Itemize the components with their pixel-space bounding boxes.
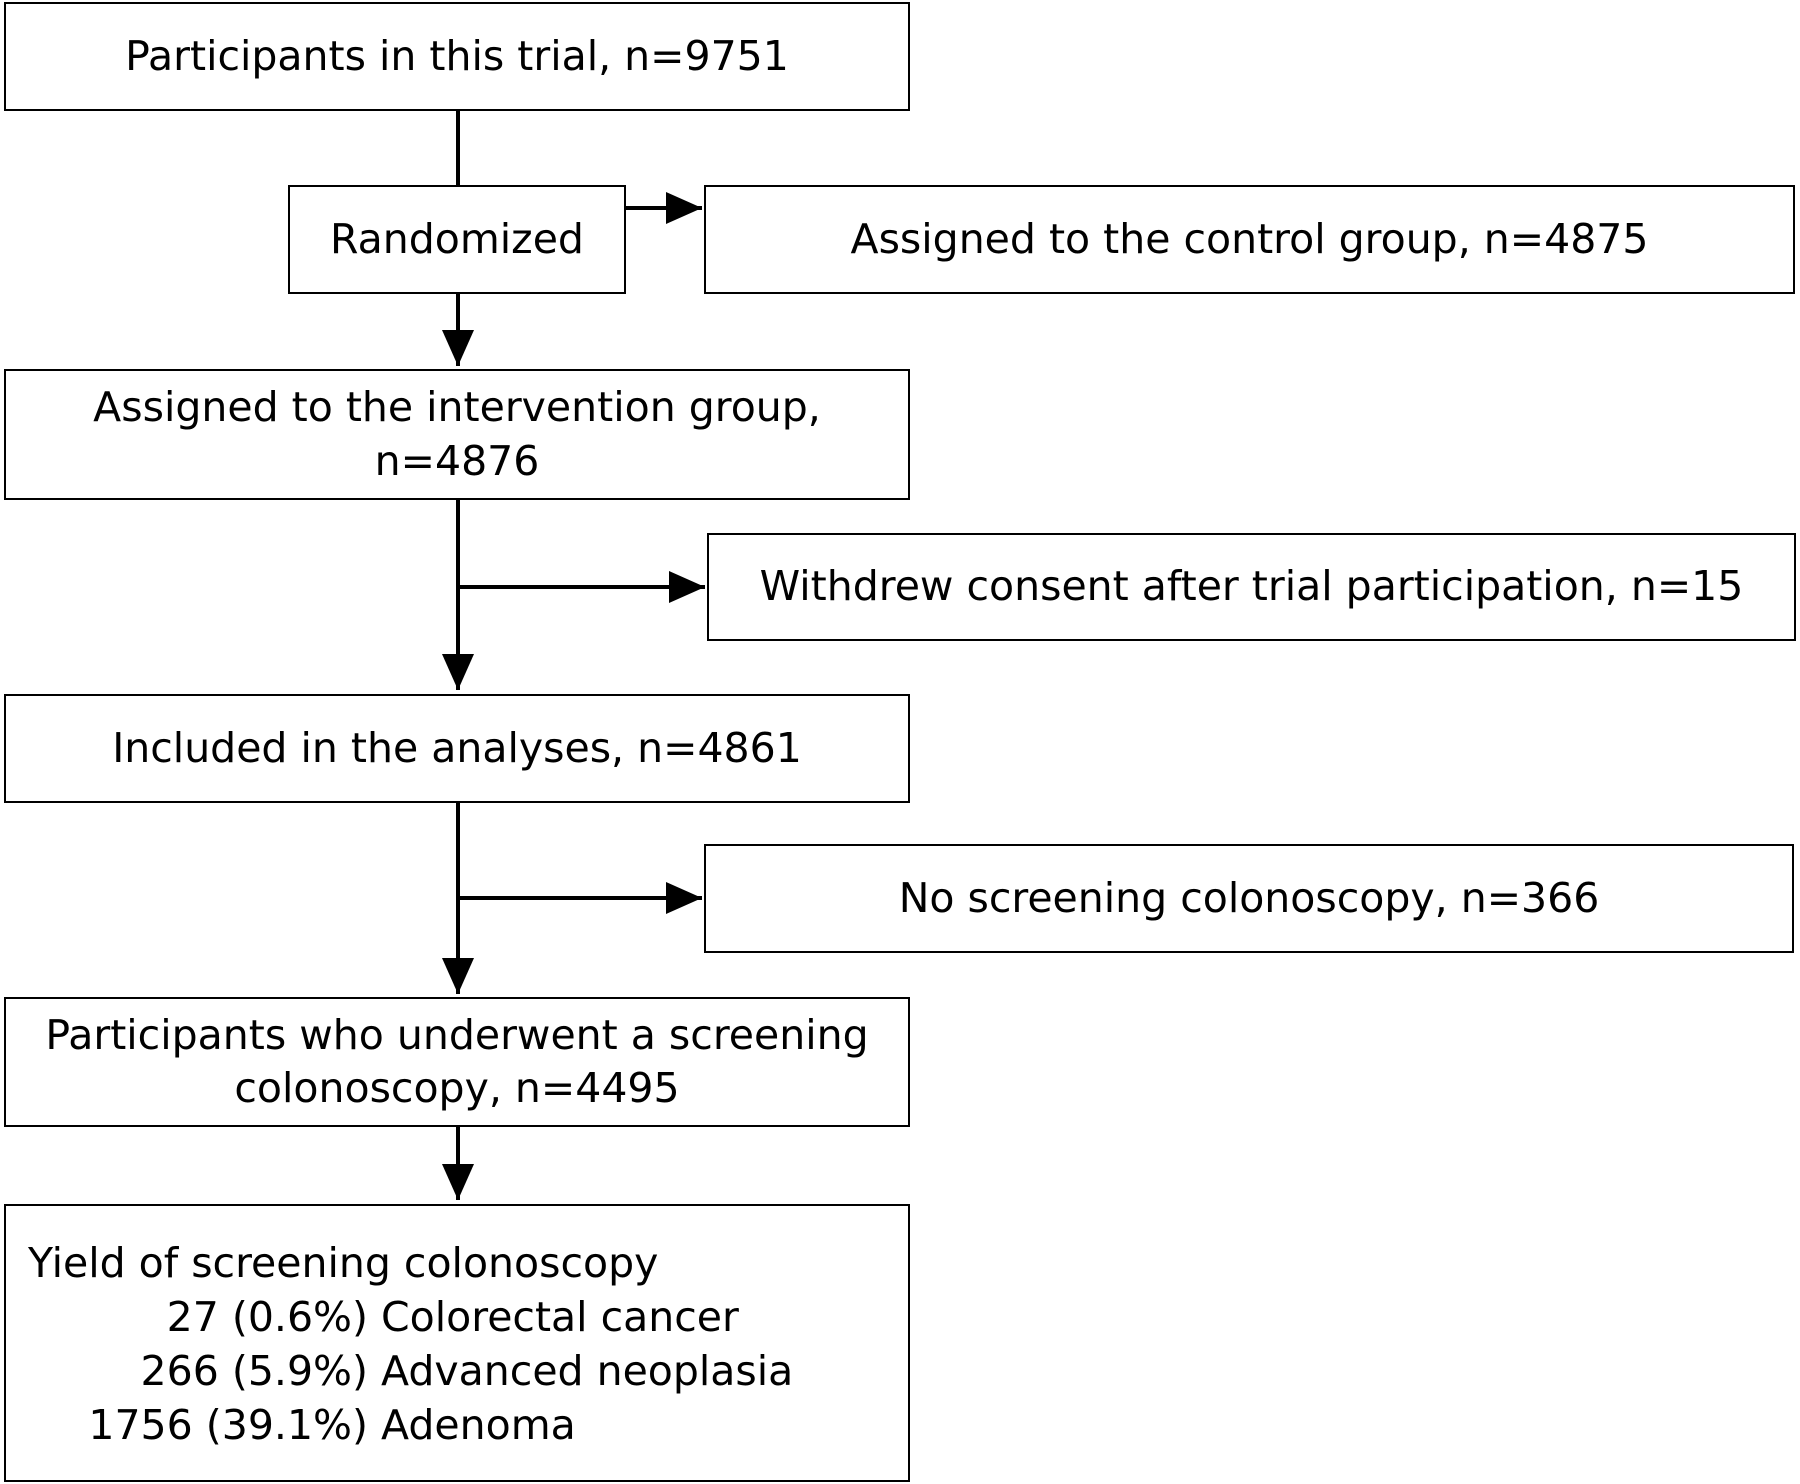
participants-text: Participants in this trial, n=9751 bbox=[125, 31, 789, 80]
intervention-group-line1: Assigned to the intervention group, bbox=[93, 383, 821, 432]
underwent-screening-line2: colonoscopy, n=4495 bbox=[234, 1064, 680, 1112]
no-screening-box: No screening colonoscopy, n=366 bbox=[704, 844, 1794, 953]
included-analyses-text: Included in the analyses, n=4861 bbox=[112, 723, 802, 772]
yield-label: Advanced neoplasia bbox=[381, 1347, 794, 1396]
included-analyses-box: Included in the analyses, n=4861 bbox=[4, 694, 910, 803]
intervention-group-line2: n=4876 bbox=[374, 436, 540, 485]
yield-row-adenoma: 1756 (39.1%) Adenoma bbox=[28, 1398, 576, 1452]
yield-row-advanced-neoplasia: 266 (5.9%) Advanced neoplasia bbox=[28, 1344, 794, 1398]
control-group-text: Assigned to the control group, n=4875 bbox=[850, 214, 1649, 263]
yield-title: Yield of screening colonoscopy bbox=[28, 1239, 659, 1287]
participants-box: Participants in this trial, n=9751 bbox=[4, 2, 910, 111]
intervention-group-box: Assigned to the intervention group, n=48… bbox=[4, 369, 910, 500]
underwent-screening-line1: Participants who underwent a screening bbox=[45, 1010, 869, 1059]
yield-count: 266 (5.9%) bbox=[140, 1347, 368, 1396]
randomized-box: Randomized bbox=[288, 185, 626, 294]
yield-count: 1756 (39.1%) bbox=[88, 1401, 368, 1450]
randomized-text: Randomized bbox=[330, 214, 584, 263]
yield-label: Colorectal cancer bbox=[381, 1293, 739, 1342]
withdrew-consent-box: Withdrew consent after trial participati… bbox=[707, 533, 1796, 641]
yield-box: Yield of screening colonoscopy 27 (0.6%)… bbox=[4, 1204, 910, 1482]
yield-label: Adenoma bbox=[381, 1401, 576, 1450]
underwent-screening-box: Participants who underwent a screening c… bbox=[4, 997, 910, 1127]
yield-count: 27 (0.6%) bbox=[166, 1293, 368, 1342]
yield-row-colorectal-cancer: 27 (0.6%) Colorectal cancer bbox=[28, 1290, 739, 1344]
withdrew-consent-text: Withdrew consent after trial participati… bbox=[759, 562, 1744, 611]
control-group-box: Assigned to the control group, n=4875 bbox=[704, 185, 1795, 294]
no-screening-text: No screening colonoscopy, n=366 bbox=[898, 873, 1600, 922]
